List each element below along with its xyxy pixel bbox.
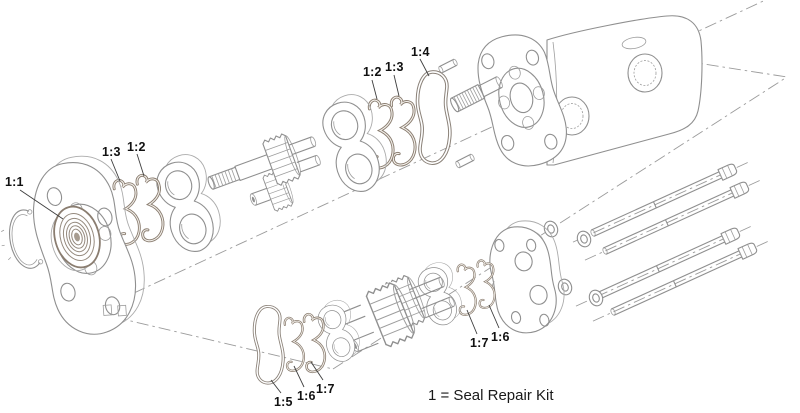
dowel-pin: [437, 58, 459, 74]
callout-leader-lines: [19, 58, 500, 394]
seal-1-7-lower: [304, 313, 326, 372]
gear-set-upper: [207, 131, 321, 213]
input-shaft: [449, 76, 503, 113]
rear-cover-plate: [489, 220, 565, 334]
seal-1-3-upper: [391, 97, 416, 166]
callout-1-6-lower: 1:6: [297, 389, 316, 403]
shaft-seal-1-1: [50, 205, 101, 272]
dowel-pin: [454, 153, 476, 169]
callout-1-5: 1:5: [274, 395, 293, 409]
callout-1-4: 1:4: [411, 45, 430, 59]
pump-housing: [477, 15, 703, 167]
washer: [555, 276, 575, 298]
housing-flange-face: [477, 34, 567, 167]
callout-1-3-upper: 1:3: [385, 60, 404, 74]
callout-1-6-right: 1:6: [491, 330, 510, 344]
callout-1-2-upper: 1:2: [363, 65, 382, 79]
callout-1-1: 1:1: [5, 175, 24, 189]
body-gasket-1-4: [416, 71, 452, 164]
body-gasket-1-5: [253, 306, 285, 384]
washer: [586, 287, 606, 309]
seal-1-7-right: [457, 264, 476, 315]
washer: [574, 228, 594, 250]
callout-1-7-lower: 1:7: [316, 382, 335, 396]
callout-1-3-front: 1:3: [102, 145, 121, 159]
legend-text: 1 = Seal Repair Kit: [428, 387, 554, 404]
bearing-block-upper-front: [150, 149, 228, 257]
callout-1-2-front: 1:2: [127, 140, 146, 154]
callout-1-7-right: 1:7: [470, 336, 489, 350]
gear-set-lower: [334, 272, 455, 353]
seal-1-6-lower: [284, 317, 304, 371]
washer: [541, 218, 561, 240]
retaining-ring: [1, 209, 44, 269]
